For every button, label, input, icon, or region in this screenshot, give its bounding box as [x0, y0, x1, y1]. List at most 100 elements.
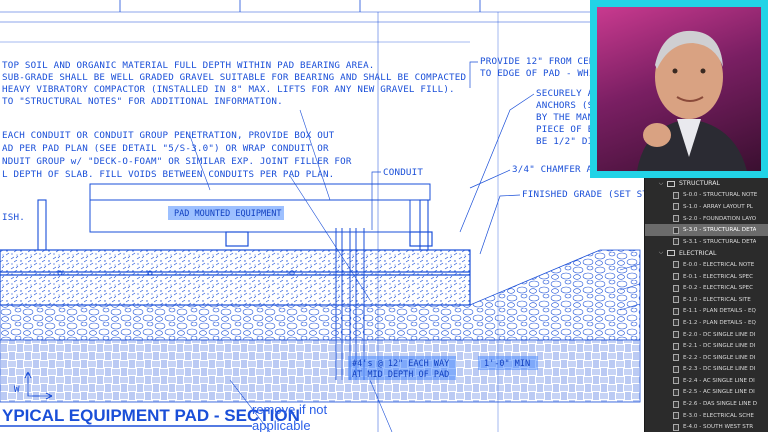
webcam-video — [597, 7, 761, 171]
chevron-down-icon[interactable]: ⌵ — [658, 249, 664, 257]
grade-callout: FINISHED GRADE (SET STONE — [522, 189, 665, 200]
sheet-set-tree-panel[interactable]: ⌵STRUCTURAL S-0.0 - STRUCTURAL NOTE S-1.0 … — [644, 178, 768, 432]
conduit-callout: CONDUIT — [383, 167, 423, 178]
sheet-icon — [673, 215, 679, 223]
sheet-item-label: E-1.0 - ELECTRICAL SITE — [683, 296, 751, 303]
sheet-item[interactable]: E-2.2 - DC SINGLE LINE DI — [645, 352, 768, 364]
sheet-group-structural[interactable]: ⌵STRUCTURAL — [645, 178, 768, 190]
sheet-tree-list: ⌵STRUCTURAL S-0.0 - STRUCTURAL NOTE S-1.0 … — [645, 178, 768, 432]
sheet-item[interactable]: E-0.1 - ELECTRICAL SPEC — [645, 271, 768, 283]
sheet-item[interactable]: E-1.0 - ELECTRICAL SITE — [645, 294, 768, 306]
sheet-icon — [673, 377, 679, 385]
sheet-item-label: E-1.2 - PLAN DETAILS - EQ — [683, 319, 756, 326]
callout-line: SECURELY AN — [536, 88, 599, 99]
rebar-label-line: #4's @ 12" EACH WAY — [352, 359, 449, 369]
remove-note-line: applicable — [252, 418, 311, 432]
sheet-item[interactable]: E-1.2 - PLAN DETAILS - EQ — [645, 317, 768, 329]
pad-mounted-equipment: PAD MOUNTED EQUIPMENT — [37, 183, 433, 251]
sheet-group-electrical[interactable]: ⌵ ELECTRICAL — [645, 248, 768, 260]
sheet-item-label: E-4.0 - SOUTH WEST STR — [683, 424, 754, 431]
callout-line: BY THE MANU — [536, 112, 599, 123]
sheet-item-label: E-0.2 - ELECTRICAL SPEC — [683, 285, 754, 292]
equipment-label: PAD MOUNTED EQUIPMENT — [174, 209, 281, 219]
sheet-icon — [673, 319, 679, 327]
chevron-down-icon[interactable]: ⌵ — [658, 179, 664, 187]
sheet-item[interactable]: E-0.0 - ELECTRICAL NOTE — [645, 259, 768, 271]
sheet-icon — [673, 261, 679, 269]
sheet-item[interactable]: E-0.2 - ELECTRICAL SPEC — [645, 282, 768, 294]
sheet-icon — [673, 238, 679, 246]
rebar-label: #4's @ 12" EACH WAY AT MID DEPTH OF PAD — [348, 356, 456, 380]
sheet-icon — [673, 365, 679, 373]
sheet-item-label: E-2.5 - AC SINGLE LINE DI — [683, 389, 755, 396]
chamfer-callout: 3/4" CHAMFER AL — [512, 164, 598, 175]
callout-line: PIECE OF EQU — [536, 124, 605, 135]
folder-icon — [667, 180, 675, 187]
sheet-icon — [673, 284, 679, 292]
sheet-icon — [673, 226, 679, 234]
sheet-item-label: S-3.1 - STRUCTURAL DETA — [683, 238, 757, 245]
presenter-silhouette — [637, 30, 747, 171]
sheet-icon — [673, 342, 679, 350]
sheet-icon — [673, 412, 679, 420]
webcam-overlay — [590, 0, 768, 178]
callout-line: BE 1/2" DIA. — [536, 136, 605, 147]
sheet-item-label: E-2.0 - DC SINGLE LINE DI — [683, 331, 756, 338]
sheet-icon — [673, 191, 679, 199]
callout-line: TO EDGE OF PAD - WHICH — [480, 68, 606, 79]
sheet-item[interactable]: S-3.0 - STRUCTURAL DETA — [645, 224, 768, 236]
concrete-pad-section — [0, 249, 471, 306]
section-title: YPICAL EQUIPMENT PAD - SECTION — [2, 406, 300, 425]
sheet-item-label: E-2.2 - DC SINGLE LINE DI — [683, 354, 756, 361]
sheet-frame — [0, 0, 600, 432]
sheet-item-label: E-1.1 - PLAN DETAILS - EQ — [683, 308, 756, 315]
ucs-label: W — [14, 384, 20, 395]
sheet-item[interactable]: S-3.1 - STRUCTURAL DETA — [645, 236, 768, 248]
conduit-notes: EACH CONDUIT OR CONDUIT GROUP PENETRATIO… — [2, 130, 352, 180]
sheet-icon — [673, 307, 679, 315]
callout-line: PROVIDE 12" FROM CENTE — [480, 56, 606, 67]
sheet-icon — [673, 273, 679, 281]
sheet-icon — [673, 400, 679, 408]
sheet-item[interactable]: E-2.0 - DC SINGLE LINE DI — [645, 329, 768, 341]
sheet-item[interactable]: E-2.4 - AC SINGLE LINE DI — [645, 375, 768, 387]
sheet-item[interactable]: S-1.0 - ARRAY LAYOUT PL — [645, 201, 768, 213]
general-notes: TOP SOIL AND ORGANIC MATERIAL FULL DEPTH… — [2, 60, 466, 107]
ucs-icon: W — [14, 371, 53, 400]
note-line: TOP SOIL AND ORGANIC MATERIAL FULL DEPTH… — [2, 60, 375, 71]
sheet-item[interactable]: E-2.3 - DC SINGLE LINE DI — [645, 364, 768, 376]
stone-base-layer — [0, 249, 641, 341]
sheet-item[interactable]: E-1.1 - PLAN DETAILS - EQ — [645, 306, 768, 318]
sheet-item[interactable]: S-2.0 - FOUNDATION LAYO — [645, 213, 768, 225]
note-line: HEAVY VIBRATORY COMPACTOR (INSTALLED IN … — [2, 84, 455, 95]
note-line: AD PER PAD PLAN (SEE DETAIL "5/S-3.0") O… — [2, 143, 329, 154]
sheet-icon — [673, 203, 679, 211]
note-line: L DEPTH OF SLAB. FILL VOIDS BETWEEN COND… — [2, 169, 334, 180]
sheet-item-label: E-2.1 - DC SINGLE LINE DI — [683, 343, 756, 350]
callout-line: ANCHORS (SE — [536, 100, 599, 111]
sheet-item-label: E-3.0 - ELECTRICAL SCHE — [683, 412, 754, 419]
sheet-item-label: S-1.0 - ARRAY LAYOUT PL — [683, 203, 753, 210]
svg-text:1'-0" MIN: 1'-0" MIN — [484, 359, 530, 369]
sheet-item-label: E-2.4 - AC SINGLE LINE DI — [683, 377, 755, 384]
folder-icon — [667, 250, 675, 257]
sheet-icon — [673, 388, 679, 396]
sheet-item[interactable]: E-2.1 - DC SINGLE LINE DI — [645, 340, 768, 352]
sheet-item-label: E-0.1 - ELECTRICAL SPEC — [683, 273, 754, 280]
sheet-item-label: E-2.3 - DC SINGLE LINE DI — [683, 366, 756, 373]
sheet-item-label: S-2.0 - FOUNDATION LAYO — [683, 215, 757, 222]
sheet-icon — [673, 296, 679, 304]
sheet-item[interactable]: E-2.6 - DAS SINGLE LINE D — [645, 398, 768, 410]
sheet-item[interactable]: E-2.5 - AC SINGLE LINE DI — [645, 387, 768, 399]
sheet-item[interactable]: E-3.0 - ELECTRICAL SCHE — [645, 410, 768, 422]
sheet-item[interactable]: S-0.0 - STRUCTURAL NOTE — [645, 190, 768, 202]
sheet-item[interactable]: E-4.0 - SOUTH WEST STR — [645, 421, 768, 432]
note-line: NDUIT GROUP w/ "DECK-O-FOAM" OR SIMILAR … — [2, 156, 352, 167]
sheet-item-label: S-0.0 - STRUCTURAL NOTE — [683, 192, 758, 199]
note-line: TO "STRUCTURAL NOTES" FOR ADDITIONAL INF… — [2, 96, 283, 107]
depth-label: 1'-0" MIN — [478, 356, 538, 370]
note-line: EACH CONDUIT OR CONDUIT GROUP PENETRATIO… — [2, 130, 335, 141]
note-line: SUB-GRADE SHALL BE WELL GRADED GRAVEL SU… — [2, 72, 466, 83]
sheet-group-label: ELECTRICAL — [679, 249, 717, 257]
